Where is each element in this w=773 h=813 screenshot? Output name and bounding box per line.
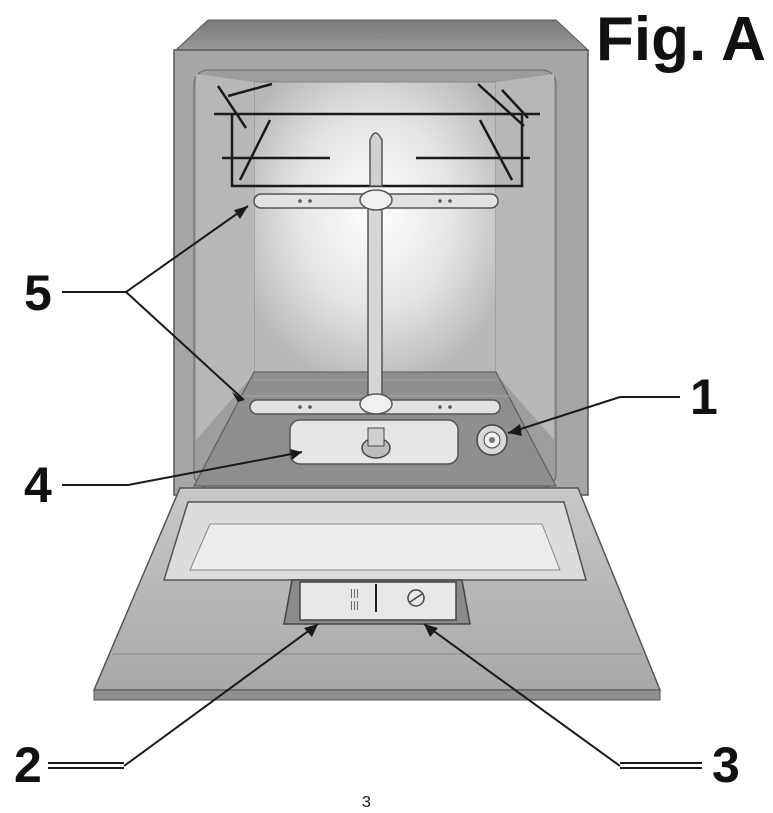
upper-spray-arm <box>253 189 499 211</box>
page-number: 3 <box>362 794 371 811</box>
cabinet-top <box>174 19 590 51</box>
svg-text:|||: ||| <box>350 589 359 599</box>
callout-label-4: 4 <box>24 457 52 513</box>
supply-pipe <box>367 132 383 397</box>
rinse-aid-cap-icon <box>407 589 425 607</box>
detergent-dispenser: ||| ||| <box>283 579 471 625</box>
right-side-wall <box>496 74 554 440</box>
callout-label-3: 3 <box>712 737 740 793</box>
figure-title: Fig. A <box>596 5 766 74</box>
left-side-wall <box>196 74 254 440</box>
filter-sump <box>289 419 459 465</box>
callout-label-2: 2 <box>14 737 42 793</box>
callout-label-1: 1 <box>690 369 718 425</box>
svg-text:|||: ||| <box>350 601 359 611</box>
lower-spray-arm <box>249 393 501 415</box>
arrow-heads <box>232 206 522 637</box>
callout-label-5: 5 <box>24 265 52 321</box>
leader-lines <box>48 205 702 769</box>
upper-basket-rail <box>214 82 540 188</box>
salt-container-cap <box>476 424 508 456</box>
